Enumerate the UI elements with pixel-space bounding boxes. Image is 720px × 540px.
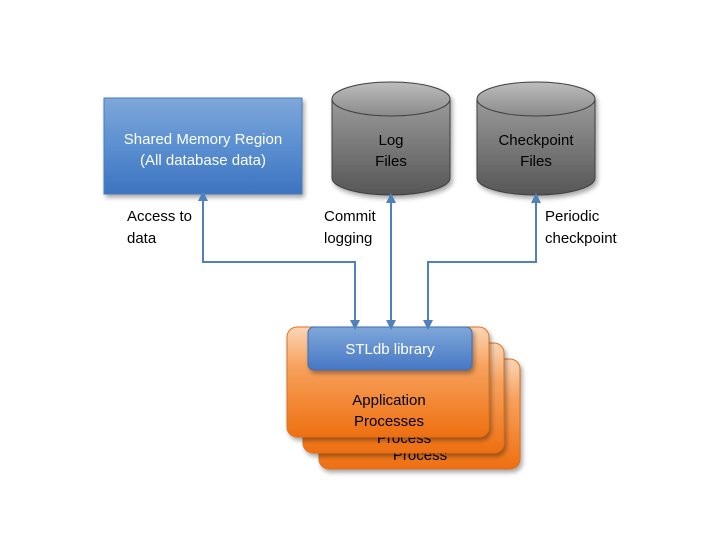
- commit-logging-label-line1: Commit: [324, 208, 376, 225]
- shared-memory-subtitle: (All database data): [140, 152, 266, 169]
- checkpoint-files-label-line1: Checkpoint: [498, 132, 574, 149]
- periodic-checkpoint-label-line2: checkpoint: [545, 230, 618, 247]
- shared-memory-region-node: Shared Memory Region (All database data): [103, 97, 303, 195]
- access-data-label-line1: Access to: [127, 208, 192, 225]
- stldb-library-node: STLdb library: [307, 326, 473, 371]
- commit-logging-label-line2: logging: [324, 230, 372, 247]
- log-files-label-line1: Log: [378, 132, 403, 149]
- periodic-checkpoint-label-line1: Periodic: [545, 208, 600, 225]
- stldb-library-label: STLdb library: [345, 341, 435, 358]
- shared-memory-title: Shared Memory Region: [124, 131, 282, 148]
- checkpoint-files-cylinder: Checkpoint Files: [476, 81, 596, 196]
- checkpoint-files-label-line2: Files: [520, 153, 552, 170]
- application-processes-label-line2: Processes: [354, 413, 424, 430]
- access-data-arrow: [198, 191, 360, 330]
- periodic-checkpoint-arrow: [423, 193, 541, 330]
- access-data-label-line2: data: [127, 230, 157, 247]
- application-processes-label-line1: Application: [352, 392, 425, 409]
- log-files-label-line2: Files: [375, 153, 407, 170]
- log-files-cylinder: Log Files: [331, 81, 451, 196]
